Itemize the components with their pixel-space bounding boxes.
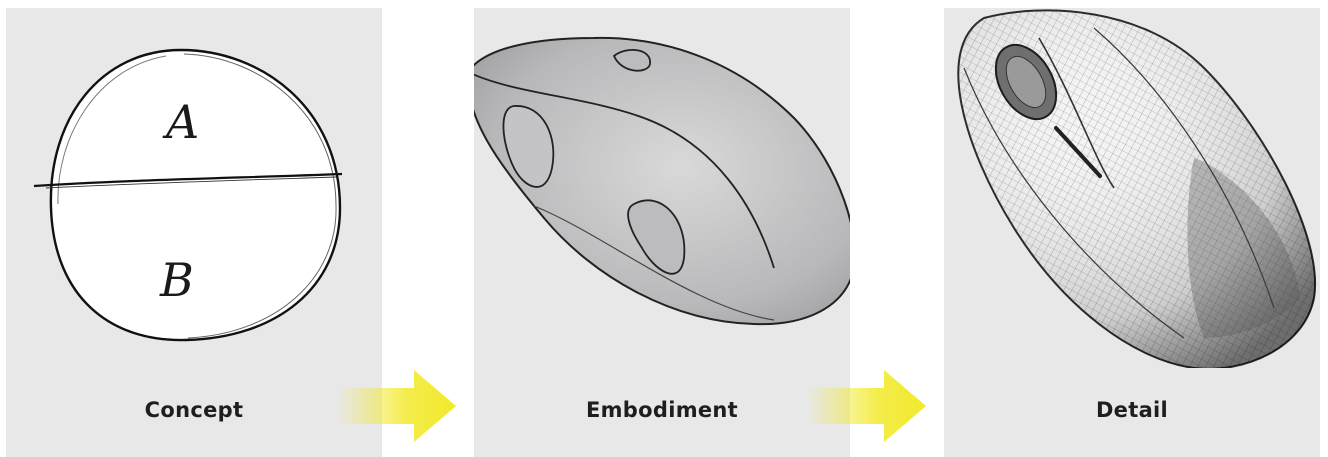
right-arrow-icon	[336, 368, 458, 444]
right-arrow-icon	[806, 368, 928, 444]
stage-panel-detail: Detail	[944, 8, 1320, 457]
stage-panel-embodiment: Embodiment	[474, 8, 850, 457]
stage-panel-concept: A B Concept	[6, 8, 382, 457]
stage-label-concept: Concept	[6, 398, 382, 422]
embodiment-mouse-sketch	[474, 8, 850, 368]
detail-mouse-wireframe	[944, 8, 1320, 368]
stage-label-detail: Detail	[944, 398, 1320, 422]
concept-sketch: A B	[6, 8, 382, 368]
stage-label-embodiment: Embodiment	[474, 398, 850, 422]
sketch-letter-b: B	[159, 253, 194, 307]
sketch-letter-a: A	[162, 95, 199, 149]
